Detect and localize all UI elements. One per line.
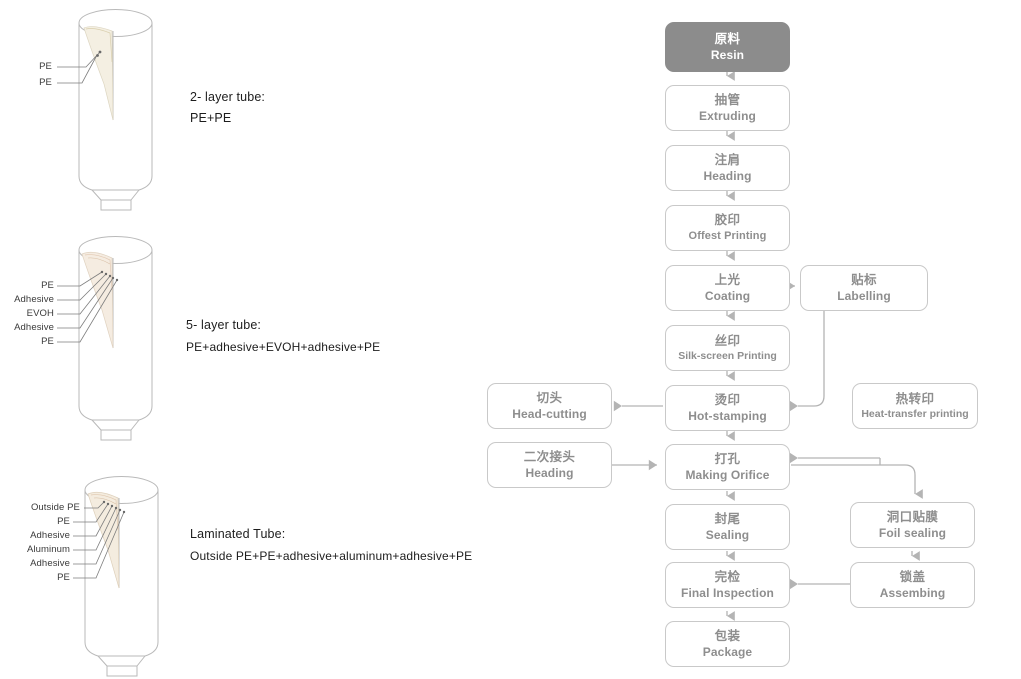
flow-node-labelling-cn: 贴标 [851,272,877,287]
flow-node-heading-cn: 注肩 [714,152,741,167]
flow-node-second-heading-cn: 二次接头 [523,449,576,464]
layer-label-outside-pe: Outside PE [30,502,80,513]
flow-node-assembing-en: Assembing [879,585,946,600]
flow-node-extruding[interactable]: 抽管 Extruding [665,85,790,131]
flow-node-resin-cn: 原料 [714,31,741,46]
flow-node-resin[interactable]: 原料 Resin [665,22,790,72]
five-layer-tube-composition: PE+adhesive+EVOH+adhesive+PE [186,340,381,354]
flow-node-package-en: Package [702,644,753,659]
flow-node-assembing[interactable]: 锁盖 Assembing [850,562,975,608]
flow-node-heat-transfer-printing-cn: 热转印 [895,391,935,406]
layer-label-pe-bottom: PE [57,572,70,583]
illustration-two-layer-tube: PE PE 2- layer tube: PE+PE [0,0,470,220]
flow-node-final-inspection-cn: 完检 [714,569,741,584]
layer-label-pe-2: PE [41,336,54,347]
flow-node-heading-en: Heading [703,168,752,183]
layer-label-adhesive-1: Adhesive [14,294,54,305]
illustration-five-layer-tube: PE Adhesive EVOH Adhesive PE 5- layer tu… [0,222,470,448]
flow-node-coating-cn: 上光 [714,272,741,287]
flow-node-package[interactable]: 包装 Package [665,621,790,667]
flow-node-hot-stamping-cn: 烫印 [714,392,741,407]
flow-node-labelling-en: Labelling [837,288,891,303]
two-layer-tube-drawing [57,9,153,211]
flow-node-silk-screen-printing-en: Silk-screen Printing [678,349,777,362]
laminated-tube-composition: Outside PE+PE+adhesive+aluminum+adhesive… [190,549,473,563]
flow-node-foil-sealing-en: Foil sealing [878,525,947,540]
flow-node-sealing[interactable]: 封尾 Sealing [665,504,790,550]
five-layer-tube-title: 5- layer tube: [186,318,262,332]
flow-node-heat-transfer-printing[interactable]: 热转印 Heat-transfer printing [852,383,978,429]
layer-label-pe-outer: PE [39,61,52,72]
illustration-laminated-tube: Outside PE PE Adhesive Aluminum Adhesive… [0,452,490,679]
flow-node-silk-screen-printing[interactable]: 丝印 Silk-screen Printing [665,325,790,371]
flow-node-foil-sealing-cn: 洞口贴膜 [886,509,939,524]
flow-node-making-orifice[interactable]: 打孔 Making Orifice [665,444,790,490]
layer-label-aluminum: Aluminum [26,544,70,555]
five-layer-tube-drawing [57,236,153,441]
flow-node-making-orifice-cn: 打孔 [714,451,741,466]
flow-node-heading[interactable]: 注肩 Heading [665,145,790,191]
flow-node-coating[interactable]: 上光 Coating [665,265,790,311]
layer-label-adhesive-inner: Adhesive [30,558,70,569]
flow-node-silk-screen-printing-cn: 丝印 [714,333,741,348]
flow-node-offest-printing-en: Offest Printing [688,230,767,243]
two-layer-tube-title: 2- layer tube: [190,90,266,104]
flow-node-coating-en: Coating [704,288,751,303]
flow-node-offest-printing-cn: 胶印 [714,213,741,228]
flow-node-hot-stamping[interactable]: 烫印 Hot-stamping [665,385,790,431]
laminated-tube-title: Laminated Tube: [190,527,286,541]
flow-node-assembing-cn: 锁盖 [899,569,926,584]
flow-node-second-heading-en: Heading [525,465,574,480]
flow-node-head-cutting-en: Head-cutting [512,406,587,421]
layer-label-pe-top: PE [57,516,70,527]
flow-node-foil-sealing[interactable]: 洞口贴膜 Foil sealing [850,502,975,548]
flow-node-sealing-cn: 封尾 [714,511,741,526]
flow-node-labelling[interactable]: 贴标 Labelling [800,265,928,311]
flow-node-extruding-cn: 抽管 [714,92,741,107]
two-layer-tube-composition: PE+PE [190,111,232,125]
laminated-tube-drawing [73,476,159,677]
flow-node-second-heading[interactable]: 二次接头 Heading [487,442,612,488]
flow-node-hot-stamping-en: Hot-stamping [688,408,767,423]
layer-label-pe-1: PE [41,280,54,291]
flow-node-final-inspection[interactable]: 完检 Final Inspection [665,562,790,608]
layer-label-pe-inner: PE [39,77,52,88]
layer-label-adhesive-2: Adhesive [14,322,54,333]
flow-node-making-orifice-en: Making Orifice [685,467,770,482]
flow-node-resin-en: Resin [710,47,745,62]
layer-label-adhesive-outer: Adhesive [30,530,70,541]
flow-node-head-cutting-cn: 切头 [536,390,563,405]
flow-node-package-cn: 包装 [714,628,741,643]
flow-node-offest-printing[interactable]: 胶印 Offest Printing [665,205,790,251]
flow-node-final-inspection-en: Final Inspection [681,585,774,600]
layer-label-evoh: EVOH [26,308,54,319]
flow-node-heat-transfer-printing-en: Heat-transfer printing [861,407,969,420]
flow-node-sealing-en: Sealing [705,527,750,542]
flow-node-head-cutting[interactable]: 切头 Head-cutting [487,383,612,429]
flow-node-extruding-en: Extruding [699,108,756,123]
